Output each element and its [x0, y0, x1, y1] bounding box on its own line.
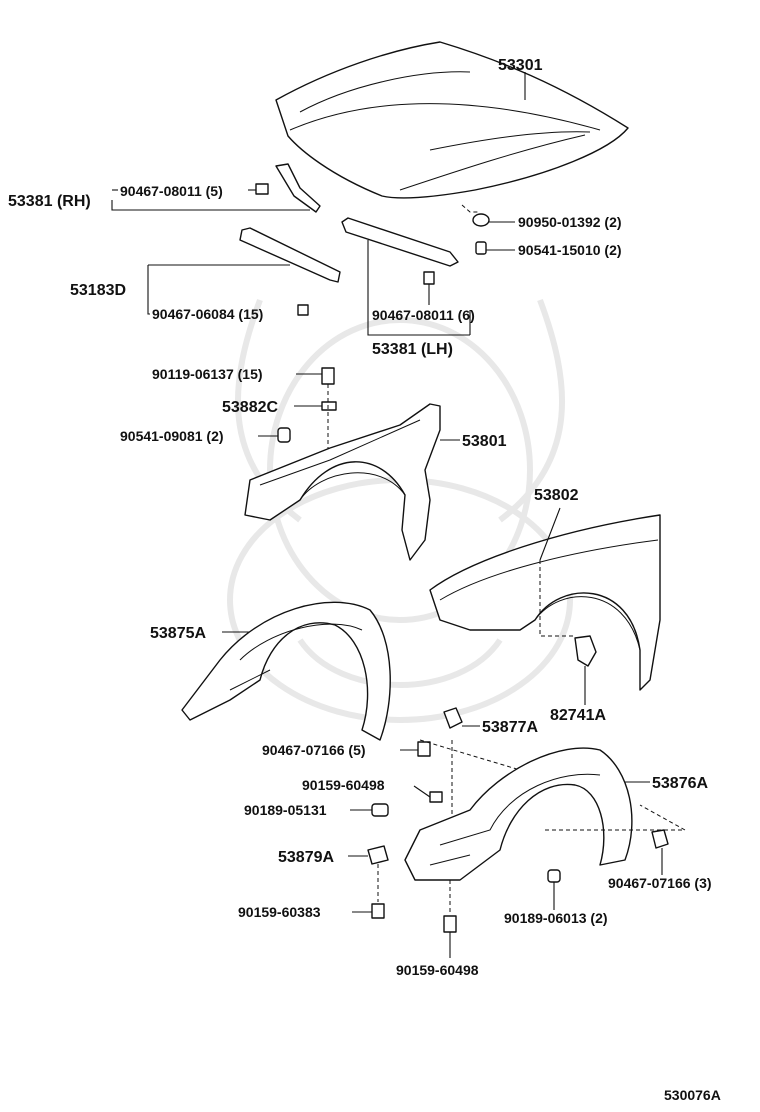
label-liner-lh: 53876A: [652, 775, 708, 792]
hood-53301: [275, 41, 629, 199]
label-cushion3: 90541-09081 (2): [120, 428, 224, 444]
liner-clips: [348, 707, 521, 919]
label-nut-plate: 53882C: [222, 399, 278, 416]
label-clip-lh: 90467-08011 (6): [372, 307, 475, 323]
fender-53801: [244, 403, 460, 561]
label-liner-rh: 53875A: [150, 625, 206, 642]
label-bolt: 90119-06137 (15): [152, 366, 263, 382]
label-nut: 90189-05131: [244, 802, 327, 818]
label-clip-rh: 90467-08011 (5): [120, 183, 223, 199]
label-clip-79: 53879A: [278, 849, 334, 866]
seal-rh-53381: [111, 163, 321, 213]
label-clip-rear: 90467-07166 (3): [608, 875, 712, 891]
label-seal-lh: 53381 (LH): [372, 341, 453, 358]
label-fender-lh: 53801: [462, 433, 507, 450]
label-nut2: 90189-06013 (2): [504, 910, 608, 926]
label-screw2: 90159-60383: [238, 904, 321, 920]
label-cushion: 90950-01392 (2): [518, 214, 622, 230]
label-seal-front: 53183D: [70, 282, 126, 299]
label-bracket: 82741A: [550, 707, 606, 724]
label-hood: 53301: [498, 57, 543, 74]
liner-53876a: [404, 747, 687, 958]
fender-53802: [429, 507, 661, 705]
seal-lh-53381: [341, 217, 471, 336]
label-fender-rh: 53802: [534, 487, 579, 504]
label-cushion2: 90541-15010 (2): [518, 242, 622, 258]
label-seal-rh: 53381 (RH): [8, 193, 91, 210]
fender-hardware: [258, 367, 337, 470]
label-clip-liner: 53877A: [482, 719, 538, 736]
label-screw1: 90159-60498: [302, 777, 385, 793]
cushions: [461, 204, 515, 255]
seal-front-53183d: [147, 227, 341, 316]
liner-53875a: [181, 601, 391, 741]
diagram-id: 530076A: [664, 1087, 721, 1103]
label-screw3: 90159-60498: [396, 962, 479, 978]
label-clip-liner-qty: 90467-07166 (5): [262, 742, 366, 758]
label-clip-front: 90467-06084 (15): [152, 306, 263, 322]
